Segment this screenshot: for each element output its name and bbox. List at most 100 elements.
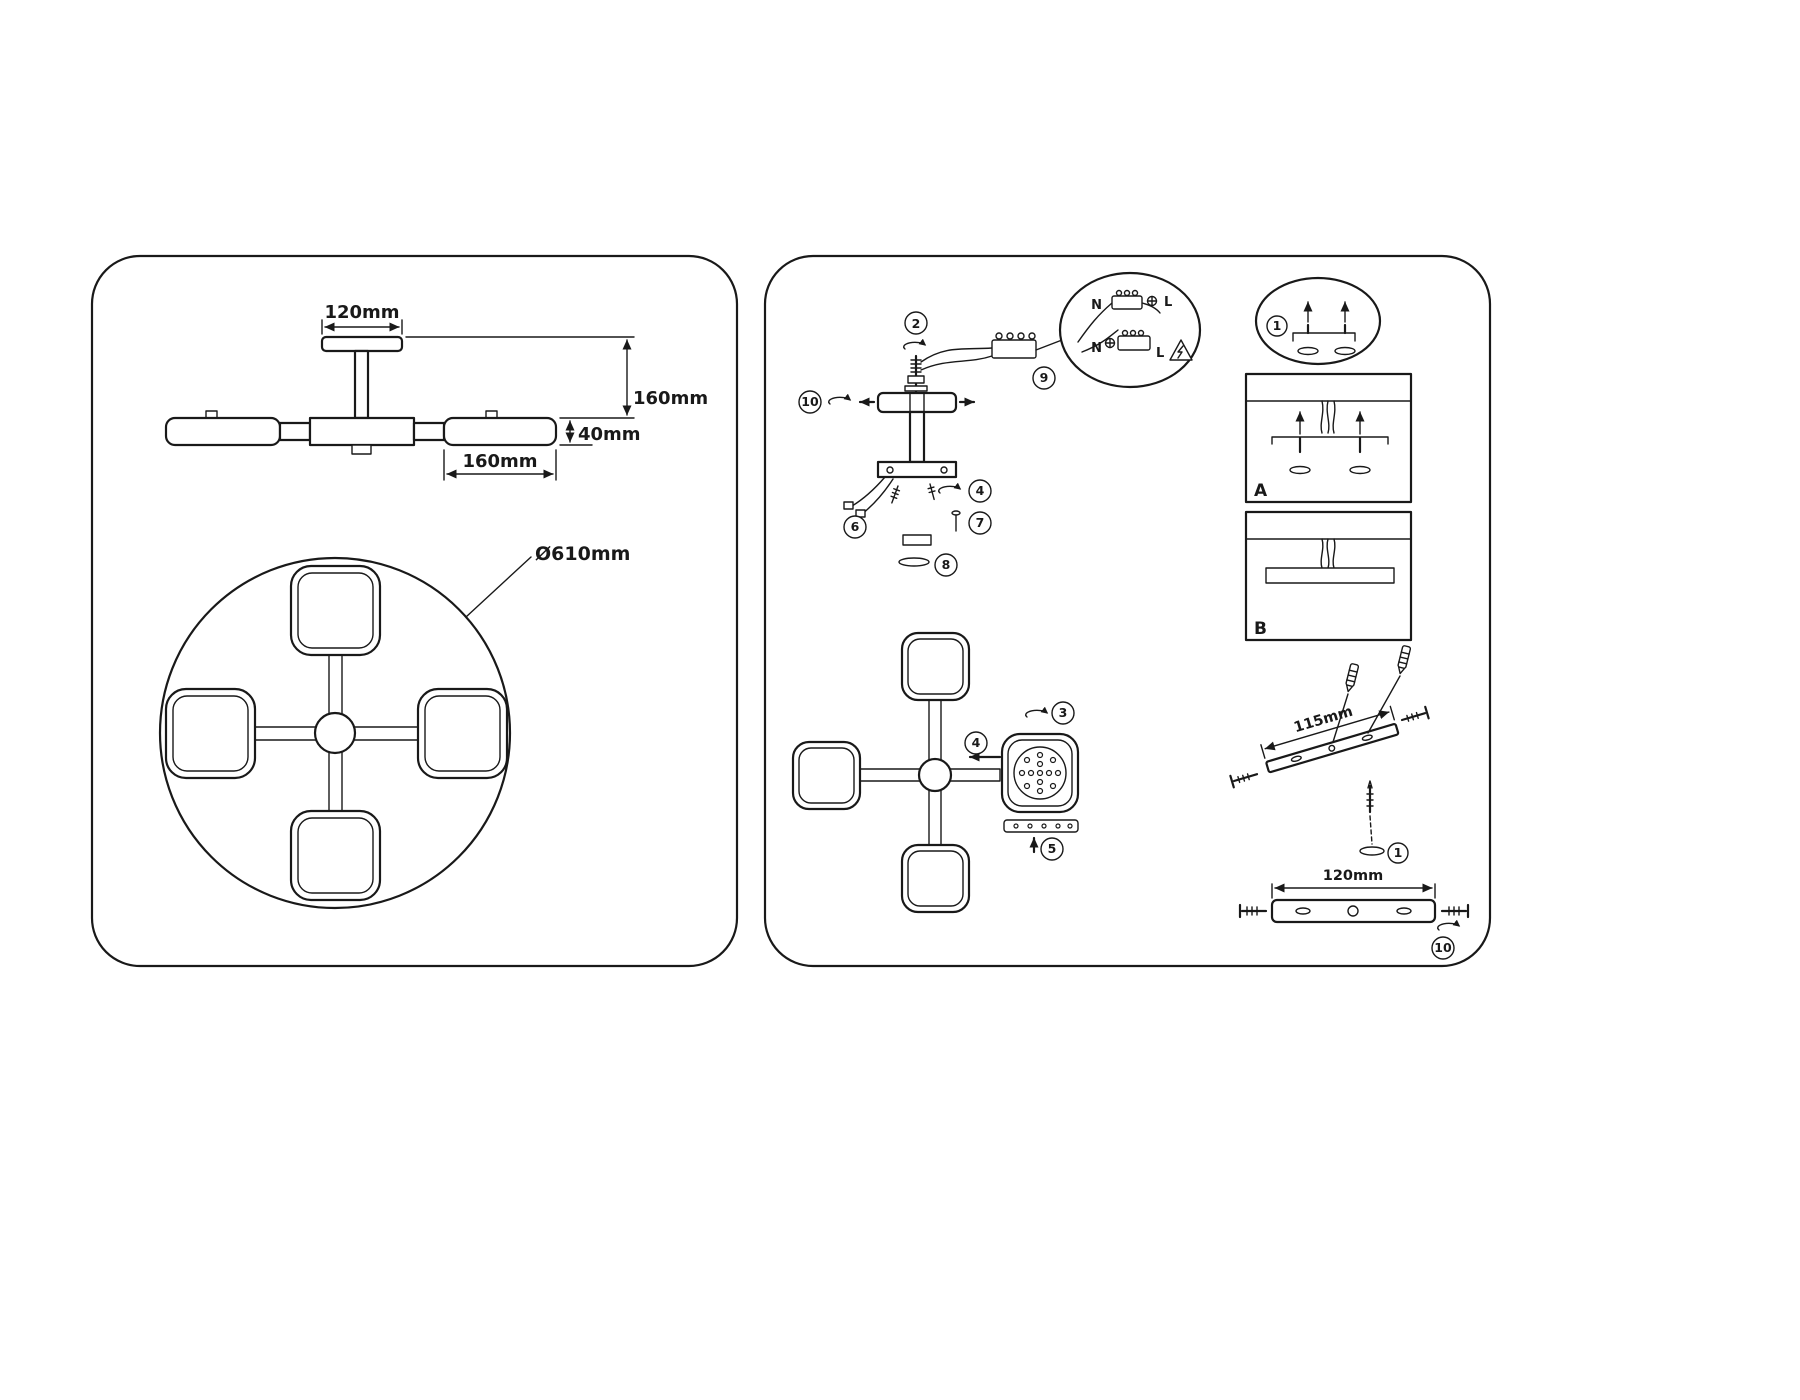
center-tab: [351, 444, 372, 455]
dim-canopy-width: 120mm: [321, 302, 403, 335]
neutral-label-top: N: [1091, 298, 1102, 313]
dim-shade-thickness-label: 40mm: [578, 424, 641, 445]
wall-anchor-1: [1345, 663, 1360, 693]
option-b-label: B: [1254, 619, 1267, 639]
wiring-detail-ellipse: N L N L: [1058, 271, 1202, 389]
connector-right: [412, 421, 446, 442]
screw-front-left: [1238, 903, 1268, 919]
assembly-hub: [917, 757, 953, 793]
exploded-canopy-view: 2 9: [798, 271, 1202, 577]
svg-text:8: 8: [942, 557, 951, 572]
wall-anchor-2: [1397, 645, 1412, 675]
magnifier-leader: [1035, 339, 1063, 351]
outline-circle: [158, 556, 512, 910]
bracket-profile: [1292, 332, 1356, 342]
anchor-hole-icon-2: [1359, 846, 1385, 856]
left-panel-border: [90, 254, 739, 968]
dim-bracket-front-label: 120mm: [1323, 868, 1384, 884]
dim-diameter-label: Ø610mm: [535, 543, 630, 565]
shade-left-side: [164, 416, 282, 447]
terminal-block: [991, 332, 1037, 359]
svg-text:9: 9: [1040, 370, 1049, 385]
shade-left: [164, 687, 257, 780]
assembly-shade-left: [791, 740, 862, 811]
canopy-plate: [876, 391, 958, 414]
step-1-detail-ellipse: 1: [1254, 276, 1382, 366]
dim-shade-length: 160mm: [443, 449, 557, 481]
anchor-hole-2: [1334, 346, 1356, 356]
svg-text:10: 10: [801, 394, 819, 409]
wire-1: [920, 347, 993, 363]
bracket-screw-2: [927, 483, 936, 501]
svg-text:10: 10: [1434, 940, 1452, 955]
shade-right-side: [442, 416, 558, 447]
right-panel: 2 9: [763, 254, 1492, 968]
stem-side: [353, 349, 370, 420]
svg-text:4: 4: [972, 735, 981, 750]
svg-text:2: 2: [912, 316, 921, 331]
step-1-badge: 1: [1266, 315, 1288, 337]
live-label-top: L: [1164, 295, 1172, 310]
bracket-screw-1: [890, 485, 901, 504]
ground-symbol-2: [1104, 337, 1116, 349]
svg-text:3: 3: [1059, 705, 1068, 720]
wires-a: [1320, 400, 1336, 434]
stem-tube: [908, 410, 926, 464]
ground-symbol-1: [1146, 295, 1158, 307]
option-a-label: A: [1254, 481, 1268, 501]
step-4-badge-assembly: 4: [964, 731, 988, 755]
terminal-block-top: [1111, 289, 1143, 310]
step-10-badge: 10: [798, 390, 822, 414]
mount-option-a: A: [1244, 372, 1413, 504]
top-view-drawing: Ø610mm: [158, 543, 630, 910]
center-body: [308, 416, 416, 447]
svg-text:4: 4: [976, 483, 985, 498]
terminal-block-bottom: [1117, 329, 1151, 351]
screw-icon: [951, 510, 961, 532]
shade-assembly-view: 3 4 5: [791, 631, 1080, 914]
flush-bar-b: [1265, 567, 1395, 584]
wire-2: [920, 355, 993, 371]
shade-bottom: [289, 809, 382, 902]
shade-right: [416, 687, 509, 780]
insulator-plate: [902, 534, 932, 546]
dim-fixture-height: 160mm: [405, 336, 708, 419]
bracket-perspective-group: 115mm: [1229, 645, 1430, 864]
shade-top: [289, 564, 382, 657]
step-4-badge: 4: [968, 479, 992, 503]
dim-fixture-height-label: 160mm: [633, 388, 708, 409]
assembly-shade-bottom: [900, 843, 971, 914]
bracket-wire-1: [851, 476, 886, 507]
anchor-hole-icon: [898, 557, 930, 567]
side-view-drawing: 120mm 160mm 40mm 160mm: [164, 302, 708, 481]
step-6-badge: 6: [843, 515, 867, 539]
dim-shade-length-label: 160mm: [462, 451, 537, 472]
led-module: [1013, 746, 1067, 800]
step-8-badge: 8: [934, 553, 958, 577]
assembly-shade-top: [900, 631, 971, 702]
mount-option-b: B: [1244, 510, 1413, 642]
neutral-label-block: N: [1091, 341, 1102, 356]
svg-text:1: 1: [1394, 845, 1403, 860]
wire-connector-1: [843, 501, 854, 510]
dim-shade-thickness: 40mm: [559, 420, 641, 446]
anchor-hole-1: [1297, 346, 1319, 356]
dim-canopy-width-label: 120mm: [324, 302, 399, 323]
canopy-side: [320, 335, 404, 353]
diffuser-strip: [1003, 819, 1079, 833]
svg-text:1: 1: [1273, 318, 1282, 333]
live-label-block: L: [1156, 346, 1164, 361]
screw-left-end: [1229, 773, 1259, 789]
connector-left: [278, 421, 312, 442]
step-10-badge-bottom: 10: [1431, 936, 1455, 960]
step-5-badge: 5: [1040, 837, 1064, 861]
svg-text:5: 5: [1048, 841, 1057, 856]
step-7-badge: 7: [968, 511, 992, 535]
step-9-badge: 9: [1032, 366, 1056, 390]
wires-b: [1320, 538, 1336, 569]
left-panel: 120mm 160mm 40mm 160mm: [90, 254, 739, 968]
screw-front-right: [1440, 903, 1470, 919]
bracket-front-group: 120mm 10: [1238, 868, 1470, 960]
